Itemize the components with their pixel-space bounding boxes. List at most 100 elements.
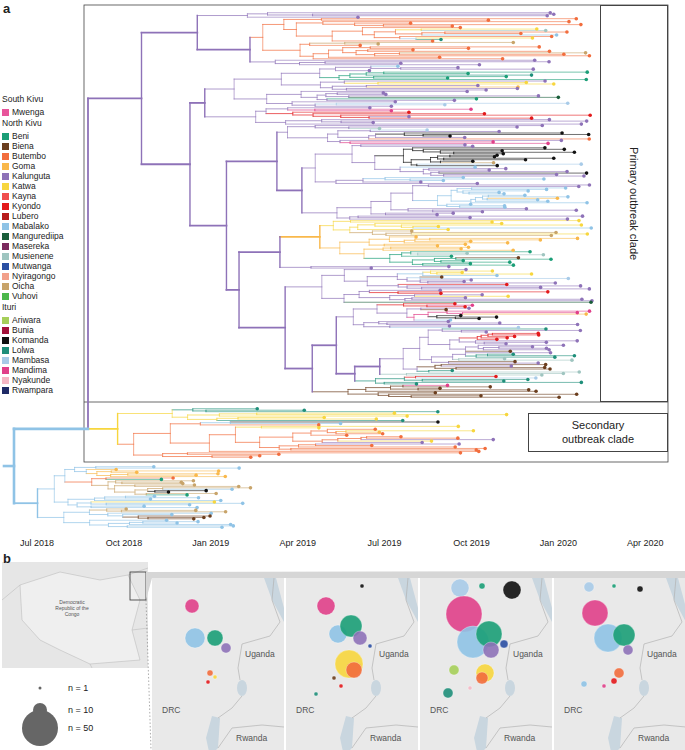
branch (375, 169, 400, 170)
branch (350, 222, 492, 223)
map-country-label: DRC (430, 706, 448, 716)
branch (488, 195, 525, 196)
branch (350, 220, 578, 221)
branch (440, 150, 502, 151)
axis-tick-label: Jul 2019 (368, 538, 402, 548)
tip (585, 171, 589, 175)
tip (585, 119, 589, 123)
zoom-box (130, 572, 146, 600)
branch (445, 32, 567, 33)
branch (420, 282, 428, 283)
tip (581, 214, 585, 218)
tip (535, 27, 539, 31)
branch (190, 225, 226, 227)
legend-text: Kalunguta (12, 171, 50, 181)
branch (387, 323, 500, 324)
branch (371, 201, 391, 202)
tip (249, 486, 253, 490)
branch (235, 442, 259, 443)
branch (135, 485, 195, 486)
tip (584, 51, 588, 55)
tip (153, 494, 157, 498)
tip (171, 476, 175, 480)
branch (118, 413, 173, 414)
branch (315, 104, 336, 105)
axis-tick-label: Jan 2019 (192, 538, 229, 548)
case-circle (317, 597, 335, 615)
clade-label: Primary outbreak clade (627, 147, 640, 260)
branch (313, 14, 554, 15)
lake (340, 716, 354, 750)
tip (369, 266, 373, 270)
tip (488, 385, 492, 389)
branch (226, 160, 276, 162)
branch (435, 365, 441, 366)
branch (457, 192, 463, 193)
branch (336, 67, 371, 68)
branch (322, 298, 344, 299)
tip (446, 76, 450, 80)
case-circle (637, 586, 643, 592)
branch (361, 146, 473, 147)
branch (200, 422, 230, 423)
branch (447, 313, 463, 314)
branch (461, 331, 486, 332)
tip (409, 21, 413, 25)
branch (115, 485, 135, 486)
branch (404, 242, 507, 243)
branch (364, 249, 383, 250)
tip (554, 231, 558, 235)
branch (358, 224, 375, 225)
tip (464, 268, 468, 272)
branch (450, 156, 495, 157)
branch (431, 172, 439, 173)
branch (197, 49, 250, 51)
branch (404, 377, 415, 378)
branch (369, 292, 398, 293)
legend-entry: Lubero (2, 211, 82, 221)
branch (337, 92, 383, 93)
tip (453, 445, 457, 449)
tip (548, 118, 552, 122)
tip (478, 63, 482, 67)
tip (220, 525, 224, 529)
branch (316, 445, 372, 446)
tip (576, 311, 580, 315)
branch (428, 316, 437, 317)
branch (430, 239, 541, 240)
tip (440, 275, 444, 279)
branch (413, 147, 545, 148)
branch (374, 37, 399, 38)
branch (483, 349, 549, 350)
branch (375, 223, 502, 224)
case-circle (353, 631, 367, 645)
branch (234, 79, 281, 80)
tip (444, 308, 448, 312)
legend-text: Musienene (12, 251, 54, 261)
map-country-label: Uganda (647, 650, 677, 660)
branch (268, 14, 313, 15)
country-outline (20, 572, 140, 664)
tip (579, 284, 583, 288)
branch (91, 506, 144, 507)
branch (376, 134, 405, 135)
legend-text: Nyiragongo (12, 271, 55, 281)
branch (219, 416, 407, 417)
legend-entry: Oicha (2, 281, 82, 291)
branch (311, 430, 327, 431)
size-circle (22, 710, 58, 746)
branch (431, 356, 452, 357)
branch (146, 493, 216, 494)
branch (422, 380, 504, 381)
tip (547, 60, 551, 64)
tip (573, 354, 577, 358)
branch (428, 186, 578, 187)
tip (466, 72, 470, 76)
branch (356, 50, 368, 51)
branch (390, 262, 413, 263)
branch (471, 202, 587, 203)
branch (336, 433, 383, 434)
tip (517, 256, 521, 260)
branch (315, 125, 542, 126)
tip (165, 518, 169, 522)
